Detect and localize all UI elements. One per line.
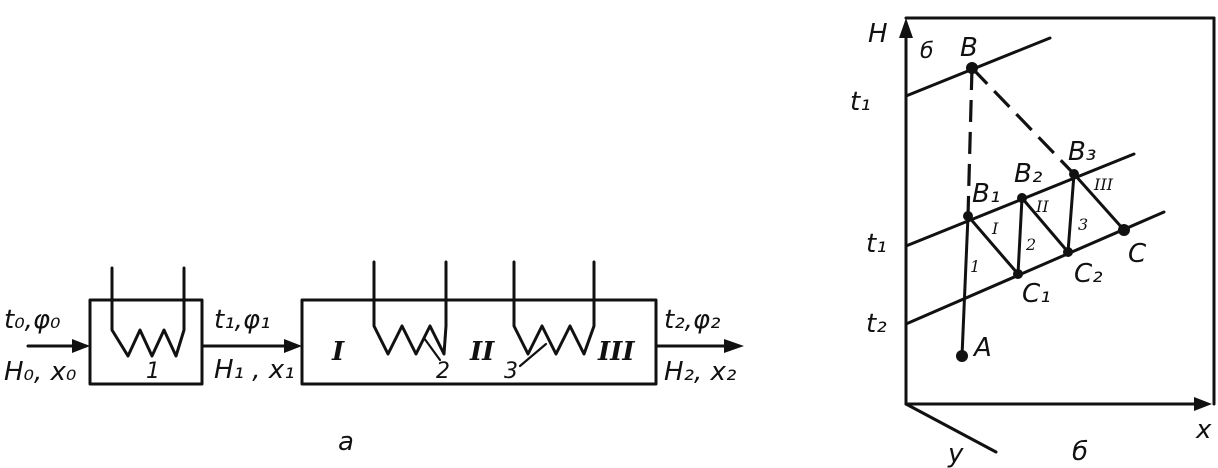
diagram-b: H б x y t₁ t₁ t₂ (850, 16, 1216, 468)
point-b2-label: B₂ (1014, 159, 1042, 189)
point-a-label: A (972, 333, 992, 363)
point-b3-label: B₃ (1068, 137, 1096, 167)
point-b-label: B (960, 33, 978, 63)
x-axis (904, 397, 1212, 411)
point-c (1118, 224, 1130, 236)
seg-2-label: 2 (1025, 235, 1036, 254)
seg-3-label: 3 (1078, 215, 1088, 234)
diagram-a-caption: a (338, 427, 354, 457)
line-b3-c (1072, 172, 1126, 232)
mid-bottom-label: H₁ , x₁ (214, 355, 295, 385)
seg-iii-label: III (1093, 175, 1114, 194)
seg-ii-label: II (1035, 197, 1049, 216)
heater-1-number: 1 (146, 359, 160, 384)
heater-1-coil (110, 266, 186, 358)
axis-h-label: H (868, 19, 888, 49)
line-c2-b3 (1066, 172, 1076, 254)
heater-1-box (88, 298, 204, 386)
outlet-arrow (654, 339, 744, 353)
heater-2-number: 2 (436, 359, 450, 384)
seg-1-label: 1 (970, 257, 980, 276)
point-b1 (963, 211, 973, 221)
heater-3-number: 3 (504, 359, 518, 384)
point-c2 (1063, 247, 1073, 257)
seg-i-label: I (991, 219, 999, 238)
dryer-box (300, 298, 658, 386)
t2-label: t₂ (866, 309, 887, 339)
diagram-b-caption: б (1072, 437, 1088, 467)
zone-3-label: III (597, 337, 635, 367)
point-c2-label: C₂ (1074, 259, 1103, 289)
line-b2-c2 (1020, 196, 1070, 254)
heater-3-coil (512, 260, 596, 368)
point-c-label: C (1128, 239, 1147, 269)
mid-top-label: t₁,φ₁ (214, 305, 270, 335)
y-axis (904, 402, 998, 454)
inlet-bottom-label: H₀, x₀ (4, 357, 77, 387)
inlet-top-label: t₀,φ₀ (4, 305, 61, 335)
outlet-bottom-label: H₂, x₂ (664, 357, 736, 387)
outlet-top-label: t₂,φ₂ (664, 305, 720, 335)
point-b (966, 62, 978, 74)
h-axis (899, 18, 913, 406)
point-b3 (1069, 169, 1079, 179)
point-a (956, 350, 968, 362)
point-c1-label: C₁ (1022, 279, 1051, 309)
point-b1-label: B₁ (972, 179, 1000, 209)
axis-x-label: x (1195, 415, 1212, 445)
zone-1-label: I (331, 337, 345, 367)
line-a-b1 (960, 214, 970, 358)
heater-2-coil (372, 260, 448, 362)
dashed-b-b3 (970, 66, 1076, 176)
t1-mid-label: t₁ (866, 229, 887, 259)
axis-y-label: y (947, 439, 964, 468)
diagram-a: t₀,φ₀ H₀, x₀ 1 t₁,φ₁ H₁ , x₁ I II III 2 (4, 260, 744, 457)
dashed-b-b1 (966, 67, 974, 217)
isotherm-t1-top (904, 36, 1052, 98)
zone-2-label: II (469, 337, 495, 367)
t1-top-label: t₁ (850, 87, 871, 117)
line-b1-c1 (966, 214, 1020, 276)
inlet-arrow (26, 339, 90, 353)
point-b2 (1017, 193, 1027, 203)
line-c1-b2 (1016, 196, 1024, 276)
mid-arrow (200, 339, 302, 353)
corner-label: б (920, 39, 934, 64)
point-c1 (1013, 269, 1023, 279)
